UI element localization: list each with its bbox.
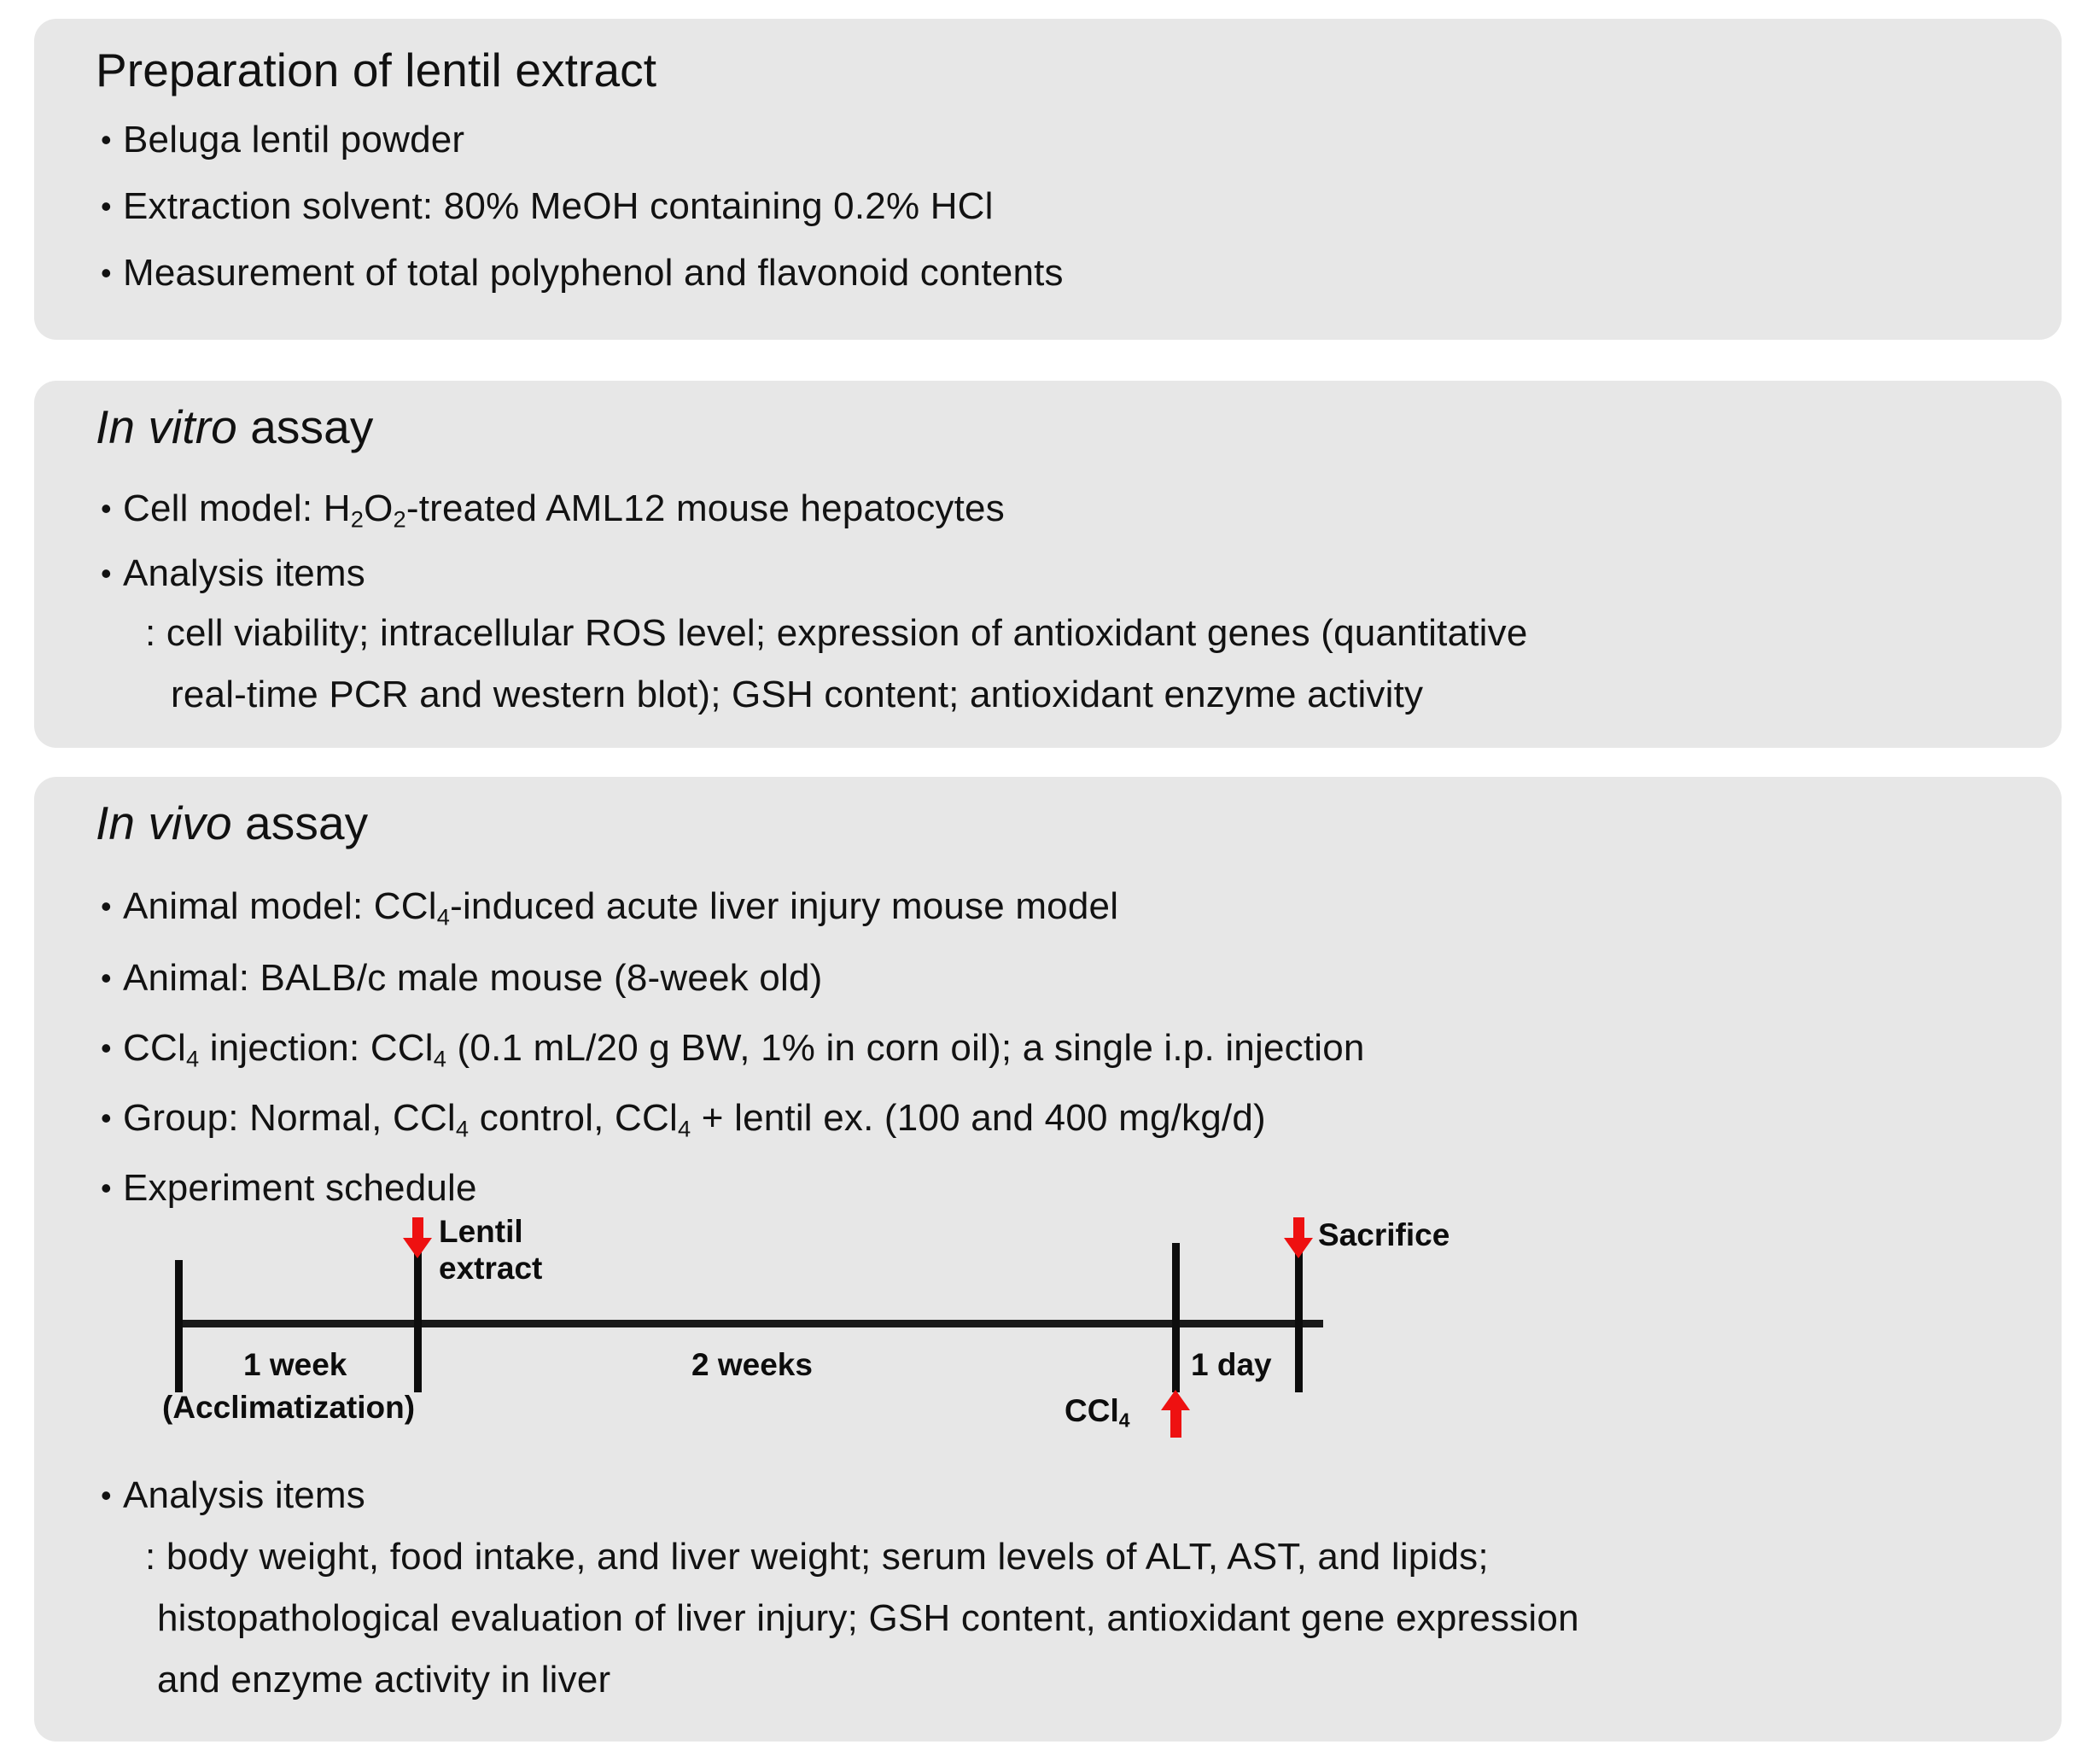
animal-model-pre: Animal model: CCl — [123, 885, 437, 927]
arrow-down-icon-sacrifice-shaft — [1293, 1217, 1304, 1243]
group-pre: Group: Normal, CCl — [123, 1097, 456, 1139]
bullet-icon: • — [101, 189, 112, 224]
bullet-icon: • — [101, 255, 112, 290]
list-item: •Cell model: H2O2-treated AML12 mouse he… — [101, 490, 1005, 531]
experiment-timeline: Lentil extract Sacrifice CCl4 1 week (Ac… — [154, 1212, 1450, 1460]
arrow-up-icon-ccl4-shaft — [1170, 1410, 1181, 1438]
bullet-icon: • — [101, 122, 112, 157]
list-item-label: Analysis items — [123, 552, 365, 594]
analysis-items-label: Analysis items — [123, 1474, 365, 1516]
timeline-label-acclimatization: (Acclimatization) — [162, 1390, 416, 1425]
ccl4-injection-sub-a: 4 — [185, 1045, 200, 1072]
timeline-label-lentil-line2: extract — [439, 1250, 543, 1286]
timeline-label-ccl4-sub: 4 — [1118, 1409, 1130, 1432]
group-sub-a: 4 — [455, 1115, 470, 1142]
panel-in-vitro-title: In vitro assay — [96, 400, 373, 454]
timeline-label-lentil-extract: Lentil extract — [439, 1214, 542, 1287]
timeline-duration-1-week: 1 week — [243, 1347, 347, 1382]
group-sub-b: 4 — [677, 1115, 691, 1142]
arrow-down-icon-lentil — [403, 1238, 432, 1258]
panel-in-vivo: In vivo assay •Animal model: CCl4-induce… — [34, 777, 2062, 1742]
panel-in-vitro-title-italic: In vitro — [96, 400, 237, 453]
timeline-axis — [175, 1320, 1323, 1327]
timeline-label-ccl4-pre: CCl — [1065, 1393, 1119, 1428]
bullet-icon: • — [101, 960, 112, 995]
cell-model-sub-1: 2 — [350, 505, 365, 533]
panel-preparation: Preparation of lentil extract • Beluga le… — [34, 19, 2062, 340]
sub-line: : cell viability; intracellular ROS leve… — [145, 612, 1528, 654]
ccl4-injection-post: injection: CCl — [199, 1027, 434, 1069]
timeline-tick-start — [175, 1260, 183, 1392]
animal-model-post: -induced acute liver injury mouse model — [450, 885, 1119, 927]
list-item: • Extraction solvent: 80% MeOH containing… — [101, 188, 994, 225]
list-item-label: Extraction solvent: 80% MeOH containing … — [123, 185, 994, 227]
panel-in-vitro-title-rest: assay — [236, 400, 374, 453]
list-item-label: Measurement of total polyphenol and flav… — [123, 252, 1064, 294]
bullet-icon: • — [101, 491, 112, 526]
sub-line: and enzyme activity in liver — [157, 1659, 611, 1701]
bullet-icon: • — [101, 1170, 112, 1205]
animal-model-sub: 4 — [436, 903, 451, 931]
cell-model-sub-2: 2 — [393, 505, 406, 533]
list-item: • Experiment schedule — [101, 1170, 477, 1207]
panel-in-vivo-title-rest: assay — [231, 796, 369, 849]
panel-in-vivo-title: In vivo assay — [96, 796, 368, 850]
timeline-label-lentil-line1: Lentil — [439, 1214, 523, 1249]
sub-line: : body weight, food intake, and liver we… — [145, 1536, 1489, 1578]
cell-model-pre: Cell model: H — [123, 487, 351, 529]
bullet-icon: • — [101, 1030, 112, 1065]
sub-line: real-time PCR and western blot); GSH con… — [171, 674, 1424, 715]
bullet-icon: • — [101, 1100, 112, 1135]
arrow-down-icon-sacrifice — [1284, 1238, 1313, 1258]
experiment-schedule-label: Experiment schedule — [123, 1167, 477, 1209]
timeline-duration-2-weeks: 2 weeks — [691, 1347, 813, 1382]
timeline-tick-sacrifice — [1295, 1243, 1303, 1392]
ccl4-injection-sub-b: 4 — [433, 1045, 447, 1072]
panel-in-vivo-title-italic: In vivo — [96, 796, 232, 849]
group-post-b: + lentil ex. (100 and 400 mg/kg/d) — [691, 1097, 1266, 1139]
bullet-icon: • — [101, 1478, 112, 1513]
cell-model-post: -treated AML12 mouse hepatocytes — [405, 487, 1005, 529]
list-item: • Beluga lentil powder — [101, 121, 464, 159]
cell-model-mid: O — [364, 487, 394, 529]
timeline-tick-ccl4 — [1172, 1243, 1180, 1392]
arrow-down-icon-lentil-shaft — [412, 1217, 423, 1243]
arrow-up-icon-ccl4 — [1161, 1390, 1190, 1410]
list-item: • Analysis items — [101, 555, 365, 592]
timeline-tick-lentil-extract — [414, 1243, 422, 1392]
list-item: • Animal: BALB/c male mouse (8-week old) — [101, 960, 822, 997]
timeline-duration-1-day: 1 day — [1191, 1347, 1272, 1382]
timeline-label-sacrifice: Sacrifice — [1318, 1217, 1450, 1252]
list-item: • Analysis items — [101, 1477, 365, 1514]
group-post: control, CCl — [469, 1097, 678, 1139]
panel-preparation-title: Preparation of lentil extract — [96, 44, 657, 96]
panel-in-vitro: In vitro assay •Cell model: H2O2-treated… — [34, 381, 2062, 748]
timeline-label-ccl4: CCl4 — [1065, 1393, 1130, 1432]
ccl4-injection-pre: CCl — [123, 1027, 186, 1069]
list-item: • Measurement of total polyphenol and fla… — [101, 254, 1064, 292]
animal-label: Animal: BALB/c male mouse (8-week old) — [123, 957, 823, 999]
sub-line: histopathological evaluation of liver in… — [157, 1597, 1579, 1639]
bullet-icon: • — [101, 889, 112, 924]
list-item: •Group: Normal, CCl4 control, CCl4 + len… — [101, 1100, 1266, 1141]
ccl4-injection-post-b: (0.1 mL/20 g BW, 1% in corn oil); a sing… — [446, 1027, 1365, 1069]
list-item-label: Beluga lentil powder — [123, 119, 465, 160]
list-item: • Animal model: CCl4-induced acute liver … — [101, 888, 1118, 929]
list-item: •CCl4 injection: CCl4 (0.1 mL/20 g BW, 1… — [101, 1030, 1365, 1071]
bullet-icon: • — [101, 556, 112, 591]
